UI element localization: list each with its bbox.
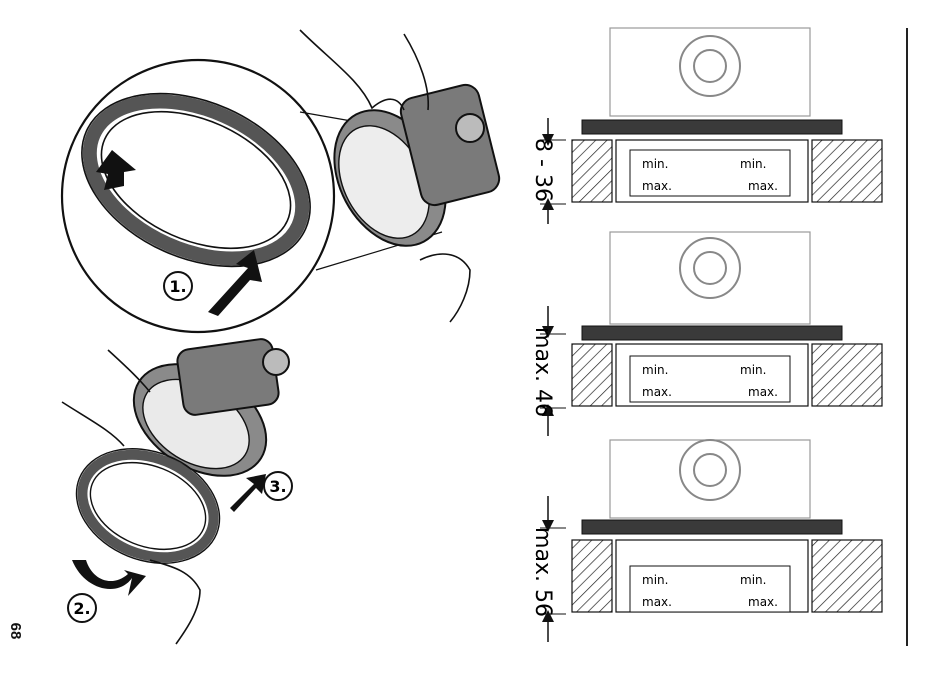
step-1-illustration: 1.	[55, 30, 502, 332]
step-1-label: 1.	[169, 277, 186, 296]
wall-section	[572, 344, 612, 406]
min-label: min.	[740, 573, 766, 587]
wall-section	[812, 344, 882, 406]
wall-section	[572, 540, 612, 612]
mounting-flange	[582, 520, 842, 534]
depth-dimension: max. 56	[530, 527, 555, 617]
min-label: min.	[642, 573, 668, 587]
mounting-flange	[582, 326, 842, 340]
depth-diagram-2: min. min. max. max. max. 46	[530, 232, 882, 436]
max-label: max.	[748, 179, 778, 193]
depth-diagram-3: min. min. max. max. max. 56	[530, 440, 882, 642]
min-label: min.	[642, 363, 668, 377]
min-label: min.	[642, 157, 668, 171]
max-label: max.	[748, 595, 778, 609]
push-arrow	[230, 474, 266, 512]
step-2-label: 2.	[73, 599, 90, 618]
max-label: max.	[642, 385, 672, 399]
wall-section	[812, 140, 882, 202]
step-2-3-illustration: 2. 3.	[59, 338, 292, 644]
min-label: min.	[740, 363, 766, 377]
depth-diagram-1: min. min. max. max. 8 - 36	[530, 28, 882, 224]
rotate-arrow	[72, 560, 146, 596]
wall-section	[812, 540, 882, 612]
max-label: max.	[642, 179, 672, 193]
wall-section	[572, 140, 612, 202]
mounting-flange	[582, 120, 842, 134]
max-label: max.	[642, 595, 672, 609]
depth-dimension: max. 46	[530, 327, 555, 417]
depth-dimension: 8 - 36	[530, 138, 555, 202]
step-3-label: 3.	[269, 477, 286, 496]
min-label: min.	[740, 157, 766, 171]
max-label: max.	[748, 385, 778, 399]
